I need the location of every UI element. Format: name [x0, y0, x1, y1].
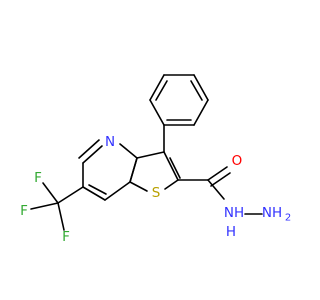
hydrazide-nh2-subscript: 2 — [285, 213, 291, 224]
oxygen-atom-label: O — [232, 153, 243, 169]
double-bond — [210, 172, 231, 187]
bond — [136, 151, 165, 159]
bond — [129, 181, 148, 192]
bond — [163, 151, 179, 181]
sulfur-atom-label: S — [152, 185, 161, 201]
bond — [149, 99, 165, 126]
pyridine-ring — [78, 139, 138, 201]
hydrazide-nh2-label: NH — [262, 205, 282, 221]
hydrazide-nh-hydrogen-label: H — [226, 224, 236, 240]
double-bond-inner — [169, 157, 181, 179]
carbohydrazide-group — [177, 166, 263, 215]
bond — [193, 74, 209, 101]
bond — [57, 202, 65, 231]
structure-canvas: N O S NH H NH 2 F F F — [20, 74, 291, 245]
double-bond-inner — [155, 80, 168, 101]
molecule-diagram: N O S NH H NH 2 F F F — [20, 74, 291, 245]
bond — [164, 179, 179, 190]
bond — [30, 202, 59, 210]
bond — [207, 166, 228, 181]
double-bond-outer — [78, 139, 100, 159]
bond — [82, 145, 103, 164]
bond — [82, 186, 106, 201]
bond — [57, 186, 84, 204]
phenyl-ring — [149, 74, 209, 126]
trifluoromethyl-group — [30, 182, 84, 231]
bond — [193, 99, 209, 126]
fluorine-atom-label-left: F — [20, 203, 28, 219]
nitrogen-atom-label: N — [105, 134, 115, 150]
bond — [207, 179, 225, 200]
bond — [119, 143, 138, 159]
fluorine-atom-label-bottom: F — [62, 229, 70, 245]
bond — [129, 157, 138, 183]
double-bond-inner — [190, 80, 203, 101]
bond — [104, 181, 131, 201]
double-bond-inner — [88, 184, 107, 195]
bond — [149, 74, 165, 101]
bond — [42, 182, 59, 204]
fluorine-atom-label-top: F — [34, 170, 42, 186]
hydrazide-nh-label: NH — [224, 205, 244, 221]
